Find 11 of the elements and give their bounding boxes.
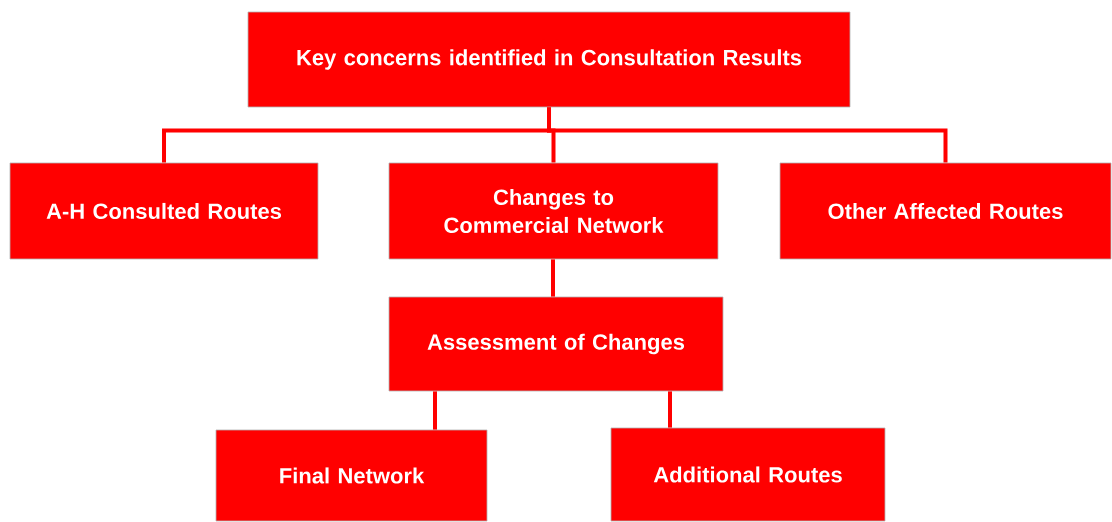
- connector-line: [433, 391, 437, 430]
- process-box: Key concerns identified in Consultation Results: [247, 11, 851, 108]
- connector-line: [551, 259, 555, 297]
- connector-line: [668, 391, 672, 428]
- process-box: A-H Consulted Routes: [9, 162, 319, 260]
- process-box: Changes to Commercial Network: [388, 162, 719, 260]
- process-box: Final Network: [215, 429, 488, 522]
- process-box: Assessment of Changes: [388, 296, 724, 392]
- connector-line: [547, 107, 948, 163]
- process-box: Additional Routes: [610, 427, 886, 522]
- process-box: Other Affected Routes: [779, 162, 1112, 260]
